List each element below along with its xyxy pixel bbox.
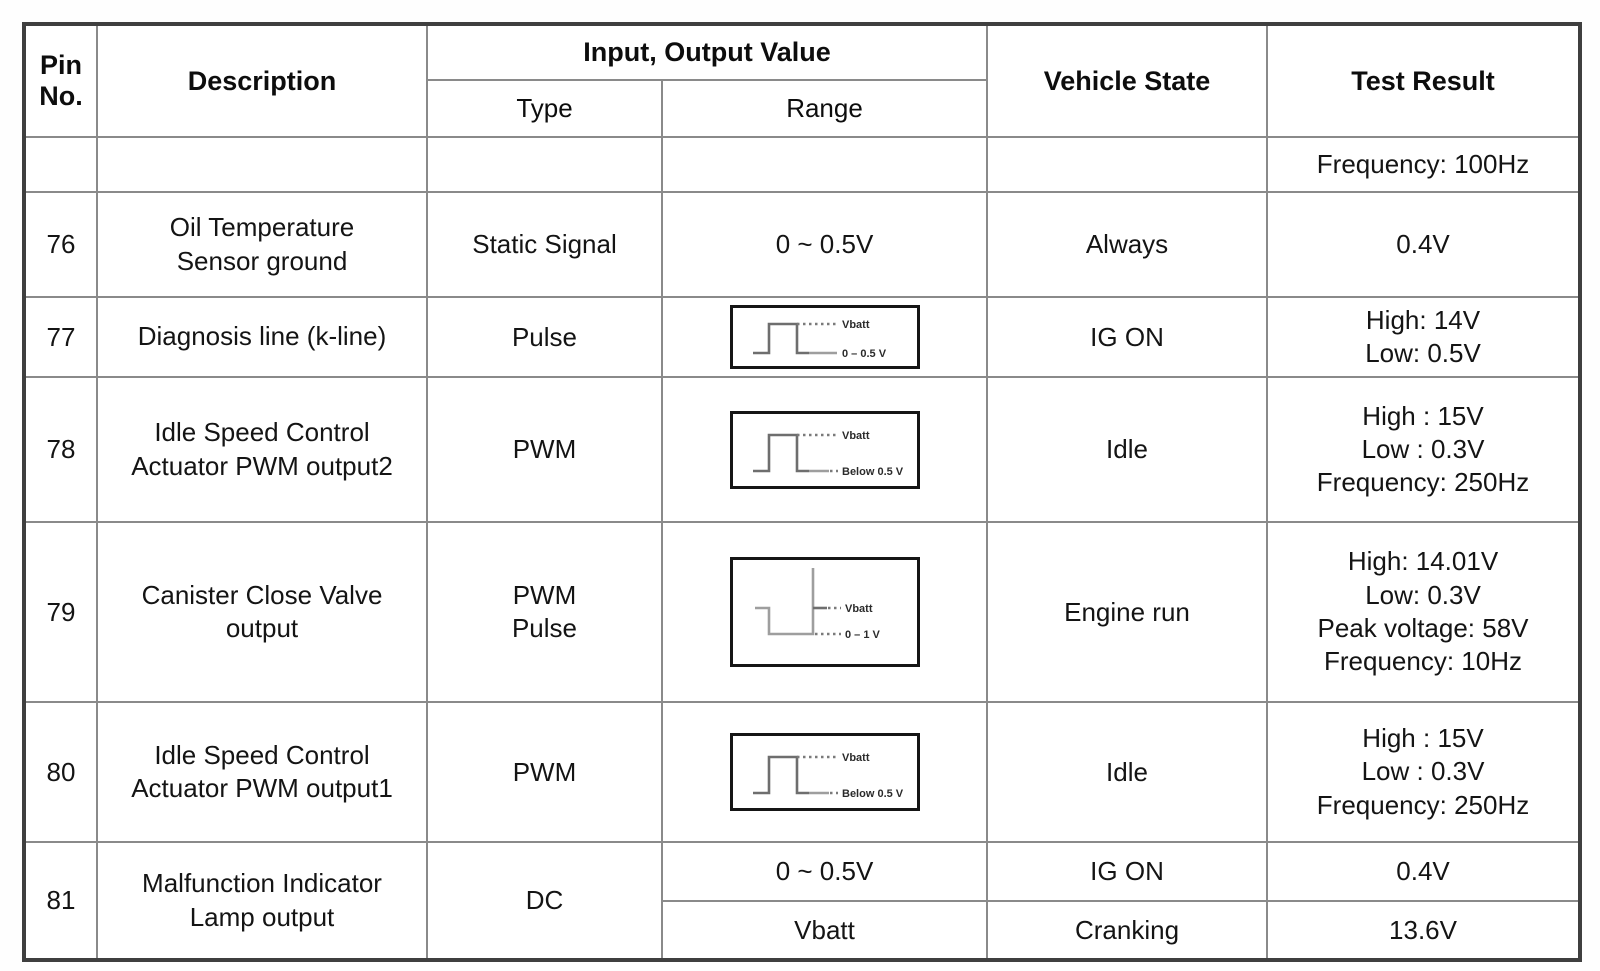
table-row: 76 Oil Temperature Sensor ground Static … bbox=[23, 191, 1582, 298]
description-cell bbox=[96, 136, 428, 193]
pulse-waveform-icon: Vbatt Below 0.5 V bbox=[729, 410, 920, 489]
range-cell: Vbatt bbox=[660, 900, 989, 961]
table-row: 77 Diagnosis line (k-line) Pulse Vbatt 0… bbox=[23, 296, 1582, 378]
vehicle-state-cell: Idle bbox=[986, 376, 1269, 523]
test-result-cell: Frequency: 100Hz bbox=[1266, 136, 1582, 193]
pin-cell: 77 bbox=[23, 296, 98, 378]
test-result-cell: High : 15V Low : 0.3V Frequency: 250Hz bbox=[1266, 376, 1582, 523]
header-cell-range: Range bbox=[660, 79, 989, 138]
test-result-cell: High: 14V Low: 0.5V bbox=[1266, 296, 1582, 378]
table-row: Frequency: 100Hz bbox=[23, 136, 1582, 193]
table-header-row: Pin No. Description Input, Output Value … bbox=[23, 23, 1582, 138]
type-cell: DC bbox=[426, 841, 663, 961]
pin-table: Pin No. Description Input, Output Value … bbox=[22, 22, 1583, 962]
test-result-cell: High : 15V Low : 0.3V Frequency: 250Hz bbox=[1266, 701, 1582, 843]
description-cell: Idle Speed Control Actuator PWM output1 bbox=[96, 701, 428, 843]
description-text: Malfunction Indicator Lamp output bbox=[142, 868, 382, 932]
type-cell: PWM bbox=[426, 376, 663, 523]
pin-cell bbox=[23, 136, 98, 193]
test-result-text: High : 15V Low : 0.3V Frequency: 250Hz bbox=[1316, 723, 1530, 820]
test-result-text: High: 14V Low: 0.5V bbox=[1365, 304, 1481, 368]
waveform-low-label: 0 – 1 V bbox=[845, 629, 881, 641]
table-subheader-row: Type Range bbox=[24, 79, 1580, 138]
type-cell: PWM bbox=[426, 701, 663, 843]
description-cell: Canister Close Valve output bbox=[96, 521, 428, 703]
range-cell: 0 ~ 0.5V bbox=[660, 841, 989, 902]
table-row: 80 Idle Speed Control Actuator PWM outpu… bbox=[23, 701, 1582, 843]
vehicle-state-cell: Cranking bbox=[986, 900, 1269, 961]
type-cell: Static Signal bbox=[426, 191, 663, 298]
waveform-vbatt-label: Vbatt bbox=[845, 603, 873, 615]
pin-cell: 76 bbox=[23, 191, 98, 298]
waveform-vbatt-label: Vbatt bbox=[842, 430, 870, 442]
waveform-vbatt-label: Vbatt bbox=[842, 752, 870, 764]
description-text: Oil Temperature Sensor ground bbox=[169, 212, 355, 276]
range-cell: Vbatt Below 0.5 V bbox=[660, 376, 989, 523]
header-cell-test-result: Test Result bbox=[1266, 23, 1582, 138]
waveform-vbatt-label: Vbatt bbox=[842, 319, 870, 331]
vehicle-state-cell: IG ON bbox=[986, 296, 1269, 378]
header-cell-pin-no: Pin No. bbox=[23, 23, 98, 138]
waveform-low-label: Below 0.5 V bbox=[842, 788, 904, 800]
description-text: Diagnosis line (k-line) bbox=[137, 321, 387, 352]
test-result-cell: 0.4V bbox=[1266, 191, 1582, 298]
description-text: Canister Close Valve output bbox=[141, 579, 383, 643]
header-cell-type: Type bbox=[426, 79, 663, 138]
test-result-cell: High: 14.01V Low: 0.3V Peak voltage: 58V… bbox=[1266, 521, 1582, 703]
vehicle-state-cell: IG ON bbox=[986, 841, 1269, 902]
description-cell: Diagnosis line (k-line) bbox=[96, 296, 428, 378]
description-cell: Idle Speed Control Actuator PWM output2 bbox=[96, 376, 428, 523]
vehicle-state-cell: Always bbox=[986, 191, 1269, 298]
pulse-waveform-icon: Vbatt 0 – 0.5 V bbox=[729, 305, 920, 369]
vehicle-state-cell: Idle bbox=[986, 701, 1269, 843]
waveform-low-label: 0 – 0.5 V bbox=[842, 348, 887, 360]
table-row: 78 Idle Speed Control Actuator PWM outpu… bbox=[23, 376, 1582, 523]
description-cell: Malfunction Indicator Lamp output bbox=[96, 841, 428, 961]
vehicle-state-cell bbox=[986, 136, 1269, 193]
pin-cell: 78 bbox=[23, 376, 98, 523]
vehicle-state-cell: Engine run bbox=[986, 521, 1269, 703]
type-cell: PWM Pulse bbox=[426, 521, 663, 703]
test-result-text: High: 14.01V Low: 0.3V Peak voltage: 58V… bbox=[1317, 546, 1529, 677]
waveform-low-label: Below 0.5 V bbox=[842, 466, 904, 478]
range-cell: Vbatt Below 0.5 V bbox=[660, 701, 989, 843]
pin-cell: 81 bbox=[23, 841, 98, 961]
pulse-waveform-icon: Vbatt Below 0.5 V bbox=[729, 733, 920, 811]
range-cell: Vbatt 0 – 0.5 V bbox=[660, 296, 989, 378]
description-cell: Oil Temperature Sensor ground bbox=[96, 191, 428, 298]
pin-cell: 80 bbox=[23, 701, 98, 843]
test-result-cell: 0.4V bbox=[1266, 841, 1582, 902]
inverted-pulse-waveform-icon: Vbatt 0 – 1 V bbox=[729, 557, 920, 667]
type-text: PWM Pulse bbox=[511, 579, 578, 643]
table-row: 79 Canister Close Valve output PWM Pulse… bbox=[23, 521, 1582, 703]
range-cell: Vbatt 0 – 1 V bbox=[660, 521, 989, 703]
type-cell: Pulse bbox=[426, 296, 663, 378]
test-result-cell: 13.6V bbox=[1266, 900, 1582, 961]
table-row: Vbatt Cranking 13.6V bbox=[24, 900, 1582, 961]
description-text: Idle Speed Control Actuator PWM output2 bbox=[131, 417, 393, 481]
header-cell-io-value: Input, Output Value bbox=[425, 23, 989, 81]
type-cell bbox=[426, 136, 663, 193]
pin-cell: 79 bbox=[23, 521, 98, 703]
test-result-text: High : 15V Low : 0.3V Frequency: 250Hz bbox=[1316, 400, 1530, 498]
range-cell: 0 ~ 0.5V bbox=[660, 191, 989, 298]
range-cell bbox=[660, 136, 989, 193]
header-cell-vehicle-state: Vehicle State bbox=[986, 23, 1269, 138]
table-row: 81 Malfunction Indicator Lamp output DC … bbox=[23, 841, 1582, 961]
header-cell-description: Description bbox=[96, 23, 428, 138]
description-text: Idle Speed Control Actuator PWM output1 bbox=[131, 739, 393, 803]
